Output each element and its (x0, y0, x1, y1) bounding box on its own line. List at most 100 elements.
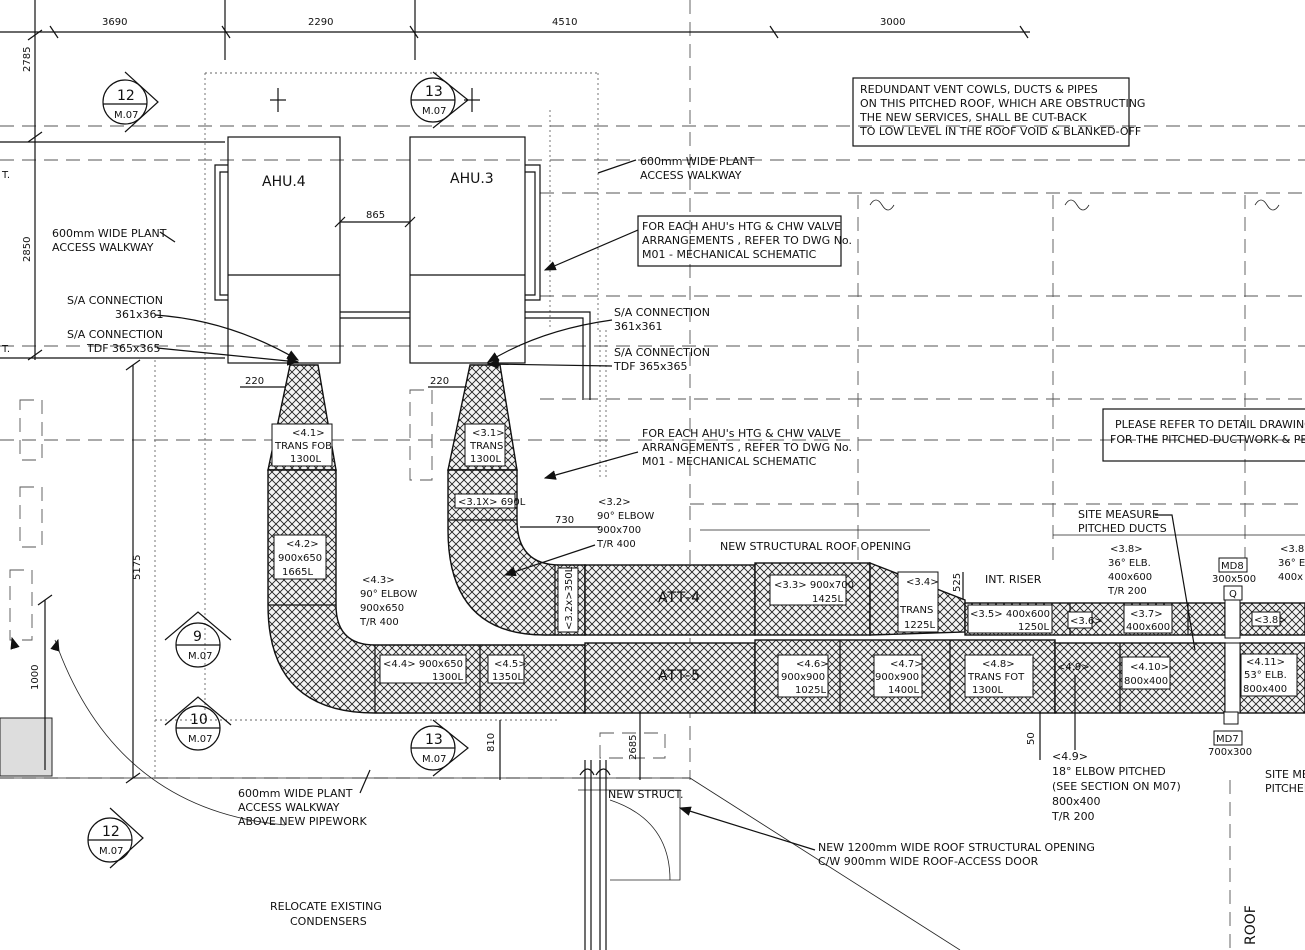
svg-text:M.07: M.07 (114, 110, 139, 121)
tag-4-11-size: 800x400 (1243, 684, 1287, 695)
note-walkway-bottom-1: 600mm WIDE PLANT (238, 787, 353, 800)
md8-size: 300x500 (1212, 574, 1256, 585)
tag-3-2-id: <3.2> (598, 497, 631, 508)
tag-3-8a-id: <3.8> (1110, 544, 1143, 555)
svg-text:M.07: M.07 (188, 734, 213, 745)
tag-3-8b-id: <3.8> (1280, 544, 1305, 555)
tag-3-2-size: 900x700 (597, 525, 641, 536)
note-left-t-1: T. (1, 170, 10, 181)
note-elbow-pitched-2: 18° ELBOW PITCHED (1052, 765, 1166, 778)
section-marker-13-top: 13 M.07 (410, 71, 469, 129)
note-valve-top-2: ARRANGEMENTS , REFER TO DWG No. (642, 234, 852, 247)
svg-text:9: 9 (193, 629, 202, 645)
tag-3-4-length: 1225L (904, 620, 935, 631)
ahu-4-label: AHU.4 (262, 174, 306, 190)
dim-50-bottom: 50 (1026, 732, 1037, 745)
note-sa-left-2: 361x361 (115, 308, 164, 321)
tag-3-3-size: <3.3> 900x700 (774, 580, 854, 591)
note-valve-top-1: FOR EACH AHU's HTG & CHW VALVE (642, 220, 841, 233)
note-elbow-pitched-3: (SEE SECTION ON M07) (1052, 780, 1181, 793)
dim-525: 525 (952, 573, 963, 592)
svg-text:13: 13 (425, 732, 443, 748)
tag-3-7-id: <3.7> (1130, 609, 1163, 620)
note-site-me-1: SITE ME (1265, 768, 1305, 781)
tag-3-6: <3.6> (1070, 616, 1103, 627)
svg-text:12: 12 (102, 824, 120, 840)
note-left-t-2: T. (1, 344, 10, 355)
tag-4-6-length: 1025L (795, 685, 826, 696)
dim-4510: 4510 (552, 17, 577, 28)
svg-text:10: 10 (190, 712, 208, 728)
section-marker-13-bottom: 13 M.07 (410, 719, 469, 777)
note-new-roof-opening: NEW STRUCTURAL ROOF OPENING (720, 540, 911, 553)
md7-label: MD7 (1216, 734, 1239, 745)
section-markers: 12 M.07 13 M.07 9 M.07 10 M.07 (87, 71, 469, 869)
note-relocate-2: CONDENSERS (290, 915, 367, 928)
note-valve-mid-2: ARRANGEMENTS , REFER TO DWG No. (642, 441, 852, 454)
note-roof-opening-1: NEW 1200mm WIDE ROOF STRUCTURAL OPENING (818, 841, 1095, 854)
section-marker-12-top: 12 M.07 (102, 71, 159, 133)
tag-4-6-id: <4.6> (796, 659, 829, 670)
note-valve-top-3: M01 - MECHANICAL SCHEMATIC (642, 248, 817, 261)
ahu-units: AHU.4 AHU.3 (214, 136, 611, 950)
dim-865: 865 (366, 210, 385, 221)
note-sa-right-1: S/A CONNECTION (614, 306, 710, 319)
tag-4-4-size: <4.4> 900x650 (383, 659, 463, 670)
note-new-struct: NEW STRUCT. (608, 788, 684, 801)
tag-4-7-size: 900x900 (875, 672, 919, 683)
dim-2290: 2290 (308, 17, 333, 28)
svg-text:M.07: M.07 (188, 651, 213, 662)
tag-4-8-length: 1300L (972, 685, 1003, 696)
tag-4-3-radius: T/R 400 (359, 617, 399, 628)
dim-3690: 3690 (102, 17, 127, 28)
dim-1000: 1000 (30, 665, 41, 690)
tag-3-1x: <3.1X> 690L (458, 497, 526, 508)
tag-4-7-id: <4.7> (890, 659, 923, 670)
note-elbow-pitched-5: T/R 200 (1051, 810, 1095, 823)
tag-4-11-id: <4.11> (1246, 657, 1285, 668)
dim-220-right: 220 (430, 376, 449, 387)
note-site-me-2: PITCHED (1265, 782, 1305, 795)
note-walkway-bottom-2: ACCESS WALKWAY (238, 801, 340, 814)
tag-4-11-type: 53° ELB. (1244, 670, 1287, 681)
dim-730: 730 (555, 515, 574, 526)
note-redundant-line-3: THE NEW SERVICES, SHALL BE CUT-BACK (859, 111, 1087, 124)
section-marker-9: 9 M.07 (164, 611, 232, 668)
note-please-refer-2: FOR THE PITCHED-DUCTWORK & PEN (1110, 433, 1305, 446)
dim-3000: 3000 (880, 17, 905, 28)
tag-3-5-length: 1250L (1018, 622, 1049, 633)
tag-4-6-size: 900x900 (781, 672, 825, 683)
tag-4-2-size: 900x650 (278, 553, 322, 564)
tag-3-8c: <3.8> (1254, 615, 1287, 626)
tag-3-1-id: <3.1> (472, 428, 505, 439)
note-sa-left-4: TDF 365x365 (86, 342, 161, 355)
note-sa-right-3: S/A CONNECTION (614, 346, 710, 359)
dim-2785: 2785 (22, 47, 33, 72)
tag-3-8b-size: 400x (1278, 572, 1303, 583)
dim-5175: 5175 (132, 555, 143, 580)
note-roof: ROOF (1243, 905, 1259, 945)
note-int-riser: INT. RISER (985, 573, 1042, 586)
tag-4-3-size: 900x650 (360, 603, 404, 614)
tag-3-2-radius: T/R 400 (596, 539, 636, 550)
tag-4-10-id: <4.10> (1130, 662, 1169, 673)
note-relocate-1: RELOCATE EXISTING (270, 900, 382, 913)
note-walkway-top-2: ACCESS WALKWAY (640, 169, 742, 182)
tag-4-3-type: 90° ELBOW (360, 589, 417, 600)
svg-text:M.07: M.07 (422, 754, 447, 765)
tag-4-2-length: 1665L (282, 567, 313, 578)
note-redundant-line-4: TO LOW LEVEL IN THE ROOF VOID & BLANKED-… (859, 125, 1141, 138)
ahu-3-label: AHU.3 (450, 171, 494, 187)
tag-4-1-id: <4.1> (292, 428, 325, 439)
svg-text:13: 13 (425, 84, 443, 100)
note-sa-right-4: TDF 365x365 (613, 360, 688, 373)
tag-3-8b-type: 36° ELB. (1278, 558, 1305, 569)
svg-text:M.07: M.07 (99, 846, 124, 857)
section-marker-12-bottom: 12 M.07 (87, 807, 144, 869)
section-marker-10: 10 M.07 (164, 696, 232, 751)
tag-4-1-length: 1300L (290, 454, 321, 465)
md7-size: 700x300 (1208, 747, 1252, 758)
tag-3-5-size: <3.5> 400x600 (970, 609, 1050, 620)
